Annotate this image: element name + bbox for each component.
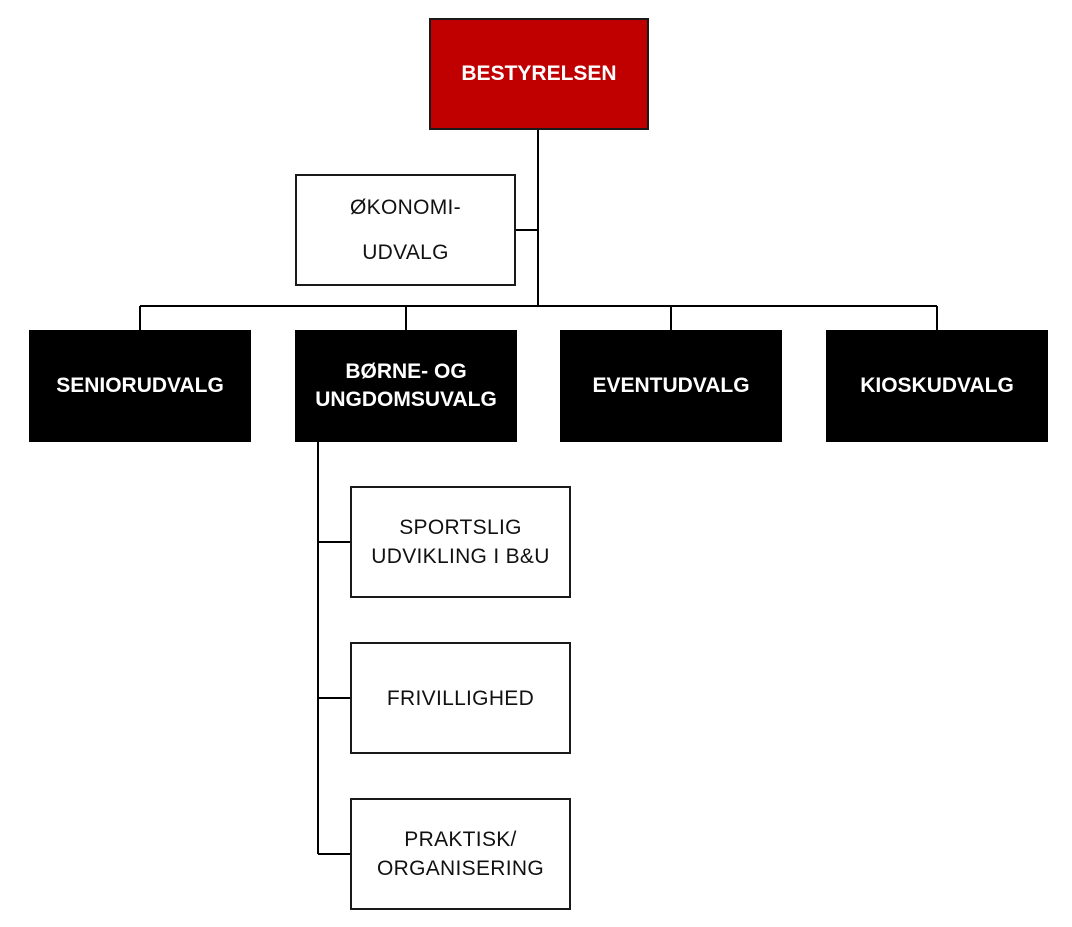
- practical-organisation-box: PRAKTISK/ ORGANISERING: [350, 798, 571, 910]
- volunteering-label: FRIVILLIGHED: [386, 686, 535, 710]
- youth-committee-box: BØRNE- OG UNGDOMSUVALG: [295, 330, 517, 442]
- board-label: BESTYRELSEN: [461, 62, 617, 85]
- volunteering-box: FRIVILLIGHED: [350, 642, 571, 754]
- event-committee-box: EVENTUDVALG: [560, 330, 782, 442]
- economy-committee-label: ØKONOMI- UDVALG: [350, 196, 461, 264]
- senior-committee-box: SENIORUDVALG: [29, 330, 251, 442]
- youth-committee-label: BØRNE- OG UNGDOMSUVALG: [315, 360, 497, 411]
- economy-committee-box: ØKONOMI- UDVALG: [295, 174, 516, 286]
- event-committee-label: EVENTUDVALG: [592, 374, 750, 397]
- practical-organisation-label: PRAKTISK/ ORGANISERING: [377, 828, 544, 880]
- kiosk-committee-box: KIOSKUDVALG: [826, 330, 1048, 442]
- sports-development-label: SPORTSLIG UDVIKLING I B&U: [371, 516, 550, 568]
- board-box: BESTYRELSEN: [429, 18, 649, 130]
- sports-development-box: SPORTSLIG UDVIKLING I B&U: [350, 486, 571, 598]
- kiosk-committee-label: KIOSKUDVALG: [860, 374, 1014, 397]
- senior-committee-label: SENIORUDVALG: [56, 374, 224, 397]
